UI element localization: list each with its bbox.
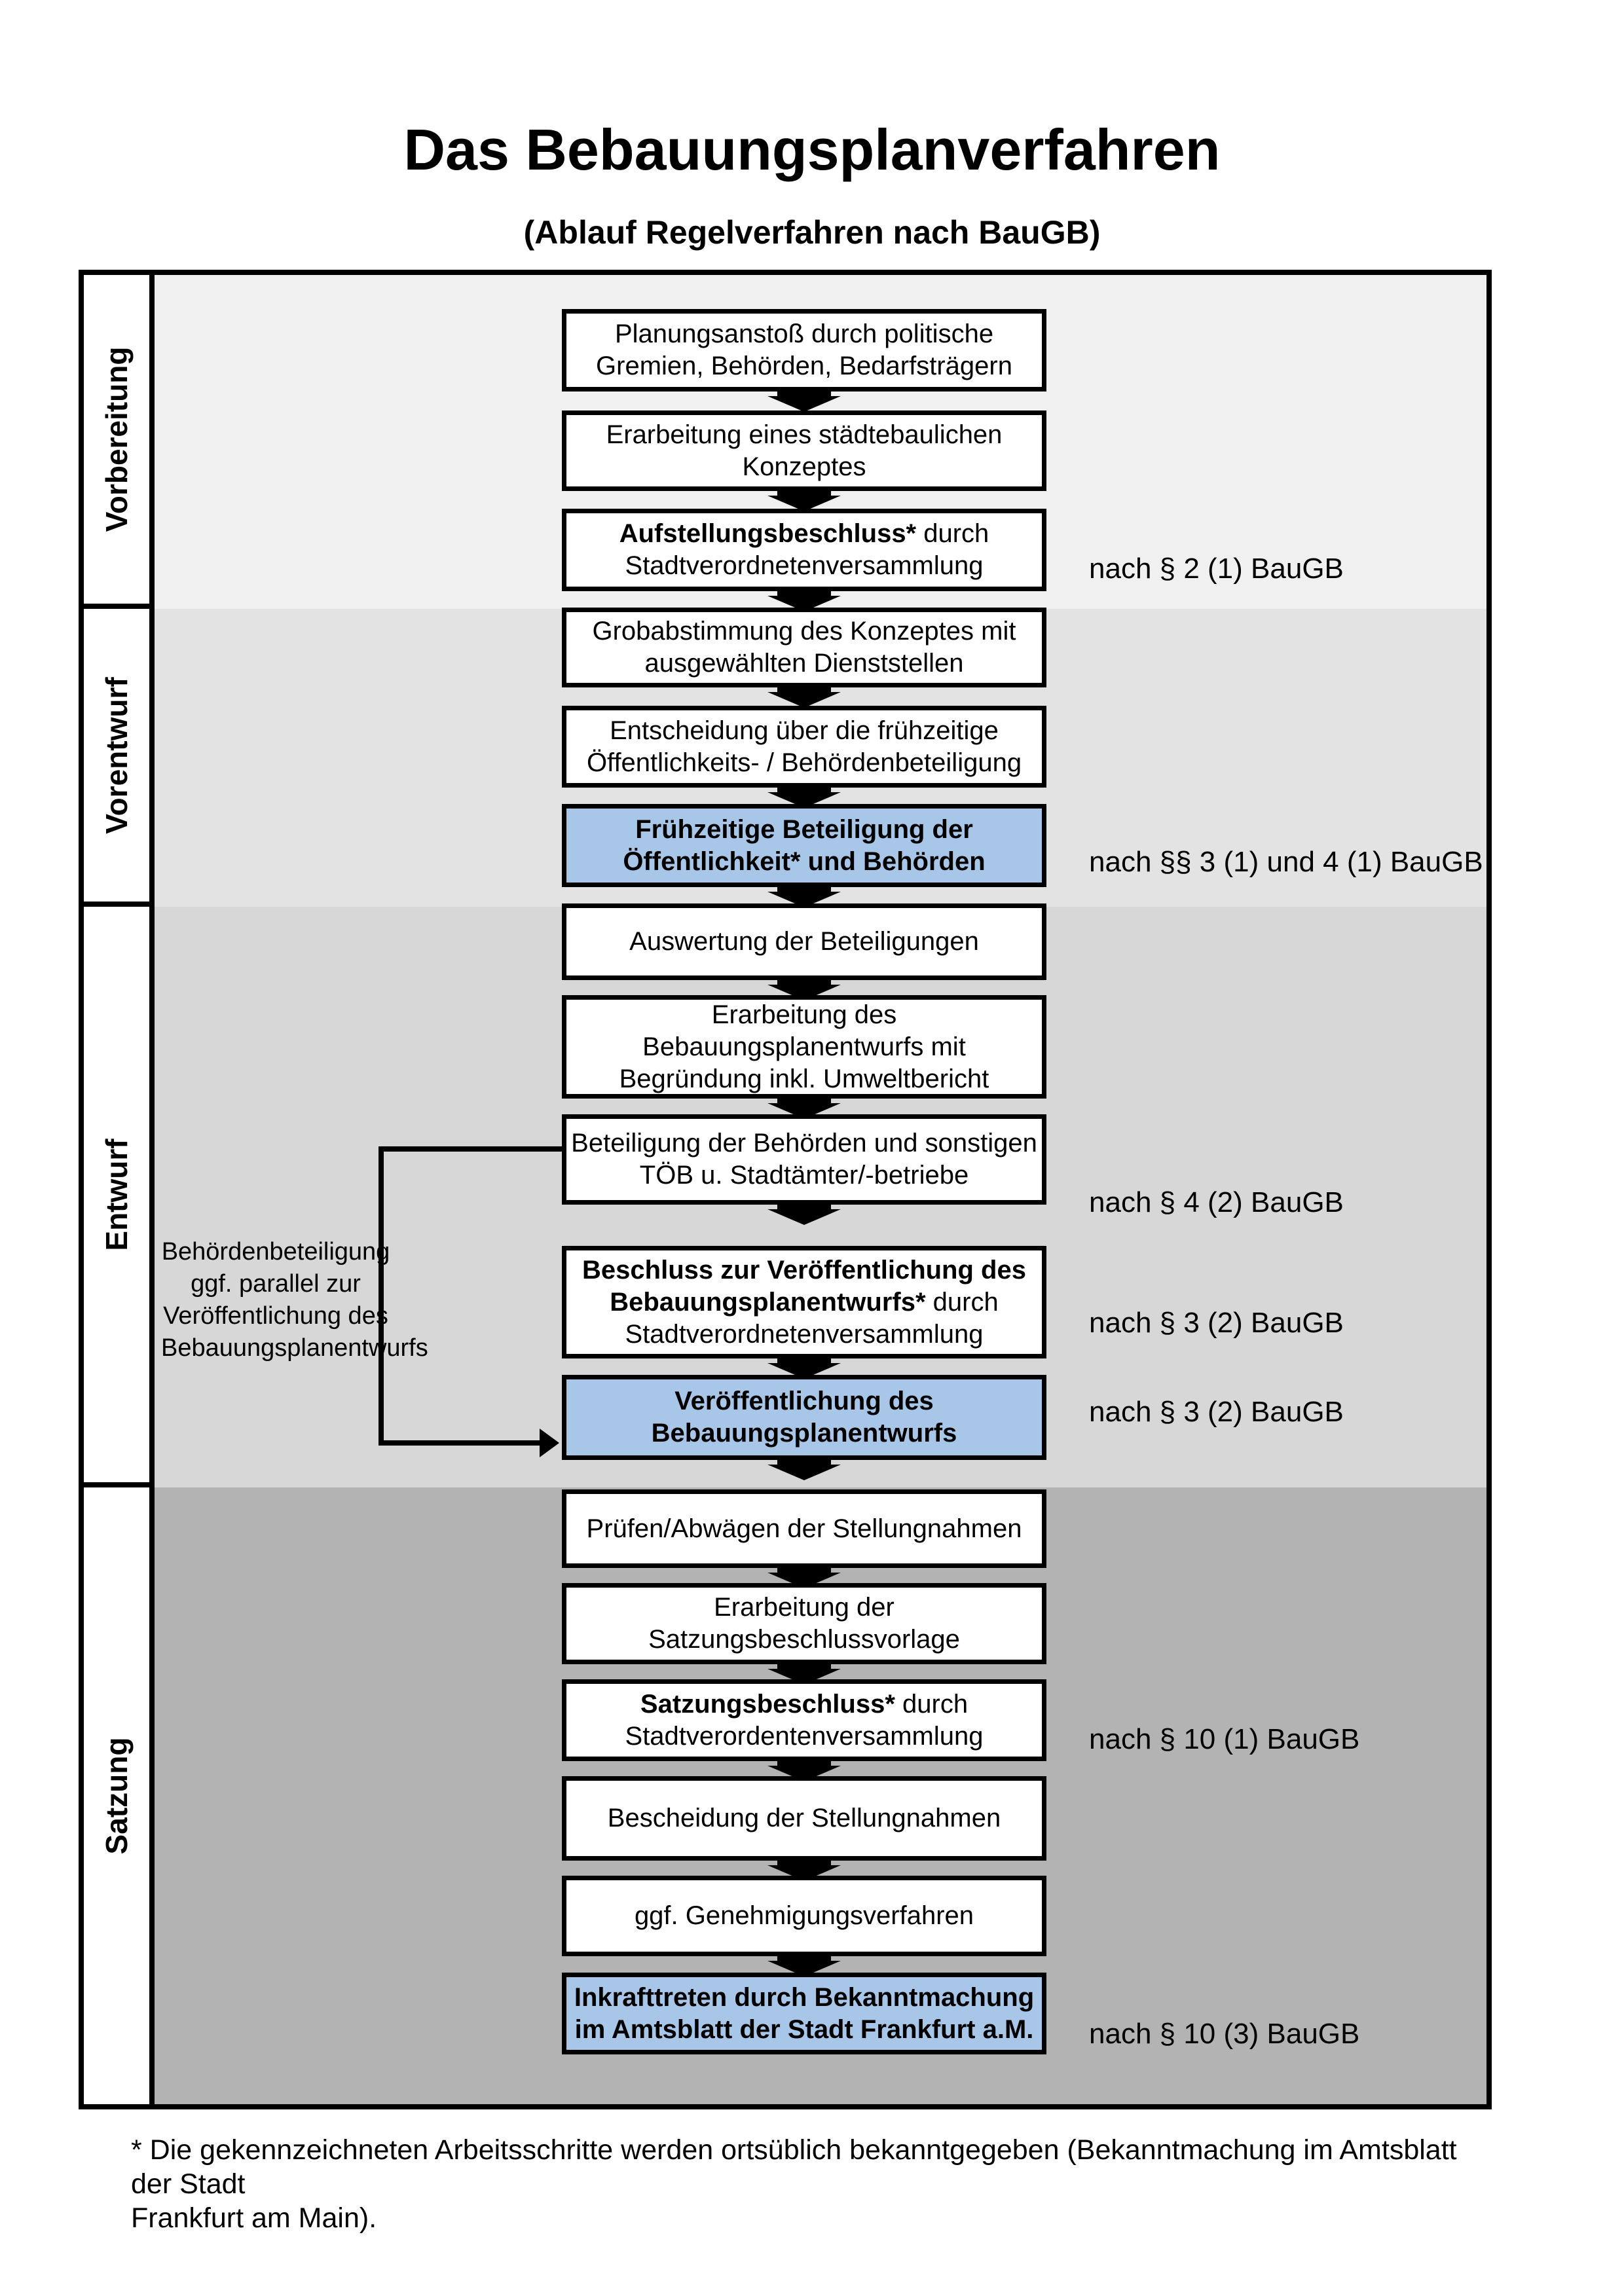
- flow-box-toeb-beteiligung: Beteiligung der Behörden und sonstigen T…: [562, 1114, 1046, 1205]
- flow-box-entscheidung-beteiligung: Entscheidung über die frühzeitige Öffent…: [562, 706, 1046, 788]
- down-arrow-icon: [767, 1458, 841, 1480]
- connector-line-vertical: [378, 1146, 384, 1446]
- phase-entwurf: Entwurf: [84, 907, 149, 1487]
- flow-box-aufstellungsbeschluss: Aufstellungsbeschluss* durch Stadtverord…: [562, 509, 1046, 591]
- flow-box-bescheidung: Bescheidung der Stellungnahmen: [562, 1776, 1046, 1861]
- law-ref-10-3: nach § 10 (3) BauGB: [1089, 2018, 1360, 2050]
- down-arrow-icon: [767, 685, 841, 708]
- phase-label: Vorbereitung: [100, 346, 134, 532]
- connector-arrow-icon: [540, 1429, 559, 1457]
- flow-box-satzungsbeschluss: Satzungsbeschluss* durch Stadtverordente…: [562, 1679, 1046, 1761]
- flow-box-satzungsvorlage: Erarbeitung der Satzungsbeschlussvorlage: [562, 1583, 1046, 1664]
- connector-line-bottom: [378, 1440, 542, 1446]
- phase-label: Entwurf: [100, 1138, 134, 1251]
- page-subtitle: (Ablauf Regelverfahren nach BauGB): [523, 214, 1101, 251]
- flow-box-veroeffentlichungsbeschluss: Beschluss zur Veröffentlichung des Bebau…: [562, 1246, 1046, 1358]
- flow-box-genehmigungsverfahren: ggf. Genehmigungsverfahren: [562, 1876, 1046, 1956]
- phase-vorbereitung: Vorbereitung: [84, 275, 149, 609]
- side-note-behoerdenbeteiligung: Behördenbeteiligung ggf. parallel zur Ve…: [161, 1238, 428, 1362]
- flow-box-entwurf-erarbeitung: Erarbeitung des Bebauungsplanentwurfs mi…: [562, 995, 1046, 1099]
- law-ref-3-2-b: nach § 3 (2) BauGB: [1089, 1396, 1344, 1428]
- flow-area: Planungsanstoß durch politische Gremien,…: [155, 275, 1486, 2104]
- phase-vorentwurf: Vorentwurf: [84, 609, 149, 907]
- law-ref-3-2-a: nach § 3 (2) BauGB: [1089, 1307, 1344, 1339]
- flow-box-pruefen-abwaegen: Prüfen/Abwägen der Stellungnahmen: [562, 1489, 1046, 1568]
- flow-box-konzept-erarbeitung: Erarbeitung eines städtebaulichen Konzep…: [562, 410, 1046, 491]
- phase-label: Satzung: [100, 1737, 134, 1855]
- flow-box-planungsanstoss: Planungsanstoß durch politische Gremien,…: [562, 309, 1046, 392]
- page-title: Das Bebauungsplanverfahren: [403, 117, 1221, 182]
- phase-satzung: Satzung: [84, 1487, 149, 2104]
- flow-box-inkrafttreten: Inkrafttreten durch Bekanntmachung im Am…: [562, 1973, 1046, 2054]
- flowchart: Vorbereitung Vorentwurf Entwurf Satzung …: [79, 270, 1492, 2109]
- connector-line-top: [378, 1146, 562, 1152]
- flow-box-auswertung: Auswertung der Beteiligungen: [562, 903, 1046, 980]
- flow-box-fruehzeitige-beteiligung: Frühzeitige Beteiligung der Öffentlichke…: [562, 804, 1046, 887]
- flow-box-grobabstimmung: Grobabstimmung des Konzeptes mit ausgewä…: [562, 608, 1046, 687]
- footnote: * Die gekennzeichneten Arbeitsschritte w…: [131, 2134, 1457, 2234]
- law-ref-10-1: nach § 10 (1) BauGB: [1089, 1723, 1360, 1755]
- flow-box-veroeffentlichung: Veröffentlichung des Bebauungsplanentwur…: [562, 1375, 1046, 1460]
- law-ref-2-1: nach § 2 (1) BauGB: [1089, 553, 1344, 585]
- down-arrow-icon: [767, 1203, 841, 1225]
- phase-label: Vorentwurf: [100, 676, 134, 834]
- down-arrow-icon: [767, 489, 841, 511]
- phase-label-column: Vorbereitung Vorentwurf Entwurf Satzung: [84, 275, 155, 2104]
- down-arrow-icon: [767, 390, 841, 412]
- law-ref-4-2: nach § 4 (2) BauGB: [1089, 1186, 1344, 1218]
- law-ref-3-1-4-1: nach §§ 3 (1) und 4 (1) BauGB: [1089, 846, 1483, 878]
